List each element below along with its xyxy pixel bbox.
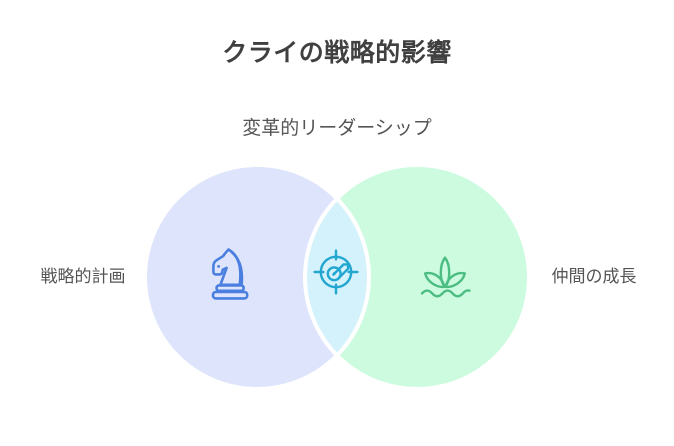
chess-knight-icon bbox=[211, 248, 249, 300]
venn-circle-left-outline bbox=[143, 163, 371, 391]
venn-circle-right-outline bbox=[303, 163, 531, 391]
plant-sprout-icon bbox=[420, 256, 471, 298]
venn-top-label: 変革的リーダーシップ bbox=[242, 118, 432, 139]
venn-circle-left[interactable] bbox=[145, 165, 369, 389]
venn-right-label: 仲間の成長 bbox=[551, 267, 637, 286]
page-title: クライの戦略的影響 bbox=[222, 39, 452, 67]
venn-left-label: 戦略的計画 bbox=[40, 267, 126, 286]
venn-circle-right[interactable] bbox=[305, 165, 529, 389]
target-crosshair-icon bbox=[313, 249, 359, 295]
